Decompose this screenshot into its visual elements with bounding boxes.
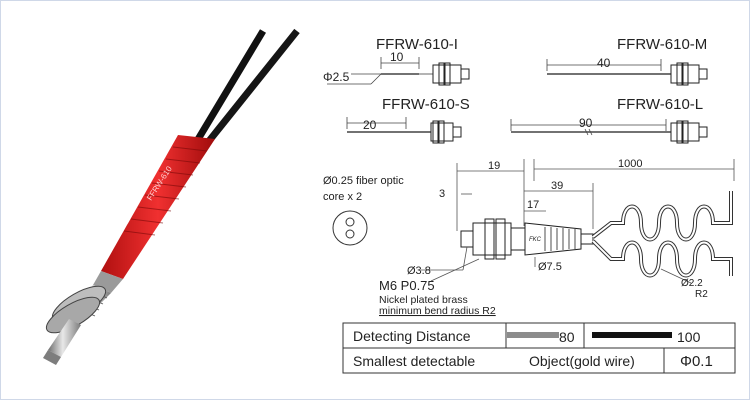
model-m-name: FFRW-610-M (617, 36, 707, 53)
product-photo: FFRW-610 (43, 28, 300, 365)
detect-label: Detecting Distance (353, 328, 471, 344)
dim-head: 19 (488, 160, 500, 172)
fiber-coil-upper (591, 191, 733, 242)
dia-tip: Ø3.8 (407, 265, 431, 277)
sensor-collar (510, 227, 526, 251)
cable-left (193, 29, 267, 143)
spec-table: Detecting Distance 80 100 Smallest detec… (342, 322, 736, 374)
model-i-length: 10 (390, 50, 404, 64)
detect-value-a: 80 (559, 329, 575, 345)
fiber-core-2 (345, 229, 355, 239)
fiber-core-section: Ø0.25 fiber optic core x 2 (323, 175, 404, 246)
dim-total: 1000 (618, 158, 642, 170)
detect-bar-gray (507, 332, 559, 338)
dim-body: 39 (551, 180, 563, 192)
model-s-length: 20 (363, 118, 377, 132)
dim-nut: 17 (527, 199, 539, 211)
cable-right (206, 28, 300, 144)
model-l-drawing: FFRW-610-L 90 (510, 96, 708, 144)
model-i-drawing: FFRW-610-I 10 Φ2.5 (323, 36, 470, 86)
tip-end (43, 350, 61, 365)
model-s-drawing: FFRW-610-S 20 (346, 96, 470, 144)
dia-body: Ø7.5 (538, 261, 562, 273)
min-bend-spec: minimum bend radius R2 (379, 305, 496, 317)
model-i-name: FFRW-610-I (376, 36, 458, 53)
brand-mark: FKC (529, 237, 542, 243)
sensor-cable-end (580, 233, 594, 245)
fiber-label-line1: Ø0.25 fiber optic (323, 175, 404, 187)
fiber-core-1 (345, 217, 355, 227)
material-spec: Nickel plated brass (379, 294, 468, 306)
smallest-value: Φ0.1 (680, 353, 713, 370)
sensor-nut-2 (495, 218, 506, 260)
sensor-nut-1 (484, 218, 495, 260)
bend-radius: R2 (695, 289, 708, 300)
dia-cable: Ø2.2 (681, 278, 703, 289)
tip-body (48, 319, 81, 357)
main-technical-drawing: 19 1000 39 3 17 FKC Ø3.8 (379, 158, 735, 317)
red-sleeve (101, 135, 215, 279)
model-l-length: 90 (579, 116, 593, 130)
detect-value-b: 100 (677, 329, 701, 345)
model-m-drawing: FFRW-610-M 40 (546, 36, 708, 86)
smallest-object: Object(gold wire) (529, 353, 635, 369)
fiber-label-line2: core x 2 (323, 191, 362, 203)
model-i-diameter: Φ2.5 (323, 70, 350, 84)
sensor-boot (524, 222, 582, 256)
thread-spec: M6 P0.75 (379, 278, 435, 293)
smallest-label: Smallest detectable (353, 353, 475, 369)
detect-bar-black (592, 332, 672, 338)
model-l-name: FFRW-610-L (617, 96, 703, 113)
sensor-tip (460, 230, 474, 248)
model-m-length: 40 (597, 56, 611, 70)
dim-tip: 3 (439, 188, 445, 200)
model-s-name: FFRW-610-S (382, 96, 470, 113)
fiber-cross-section (332, 210, 368, 246)
